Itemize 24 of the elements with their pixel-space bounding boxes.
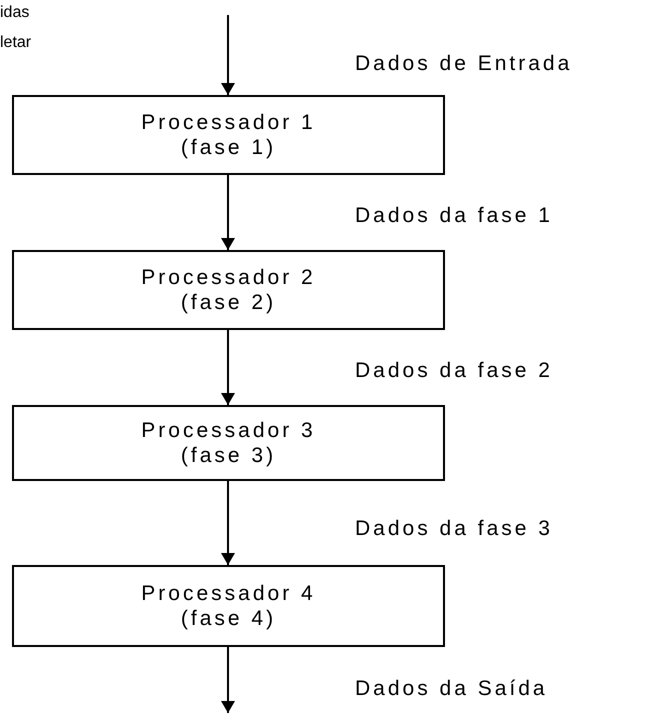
data-label: Dados da Saída [355,677,548,701]
process-box [12,250,445,330]
arrow [221,647,235,713]
process-box [12,565,445,647]
box-text: (fase 3) [180,443,276,468]
data-label: Dados da fase 2 [355,359,553,383]
box-text: Processador 3 [141,418,316,443]
note-text: letar [0,34,32,52]
box-text: Processador 2 [141,264,316,290]
arrow [221,15,235,95]
box-text: (fase 1) [180,135,276,160]
data-label: Dados de Entrada [355,52,572,76]
note-text: idas [0,4,30,22]
box-text: Processador 4 [141,580,316,606]
box-text: (fase 2) [180,290,276,316]
arrow [221,175,235,250]
data-label: Dados da fase 1 [355,204,553,228]
box-text: Processador 1 [141,110,316,135]
data-label: Dados da fase 3 [355,517,553,541]
process-box [12,405,445,481]
arrow [221,481,235,565]
process-box [12,95,445,175]
box-text: (fase 4) [180,606,276,632]
arrow [221,330,235,405]
